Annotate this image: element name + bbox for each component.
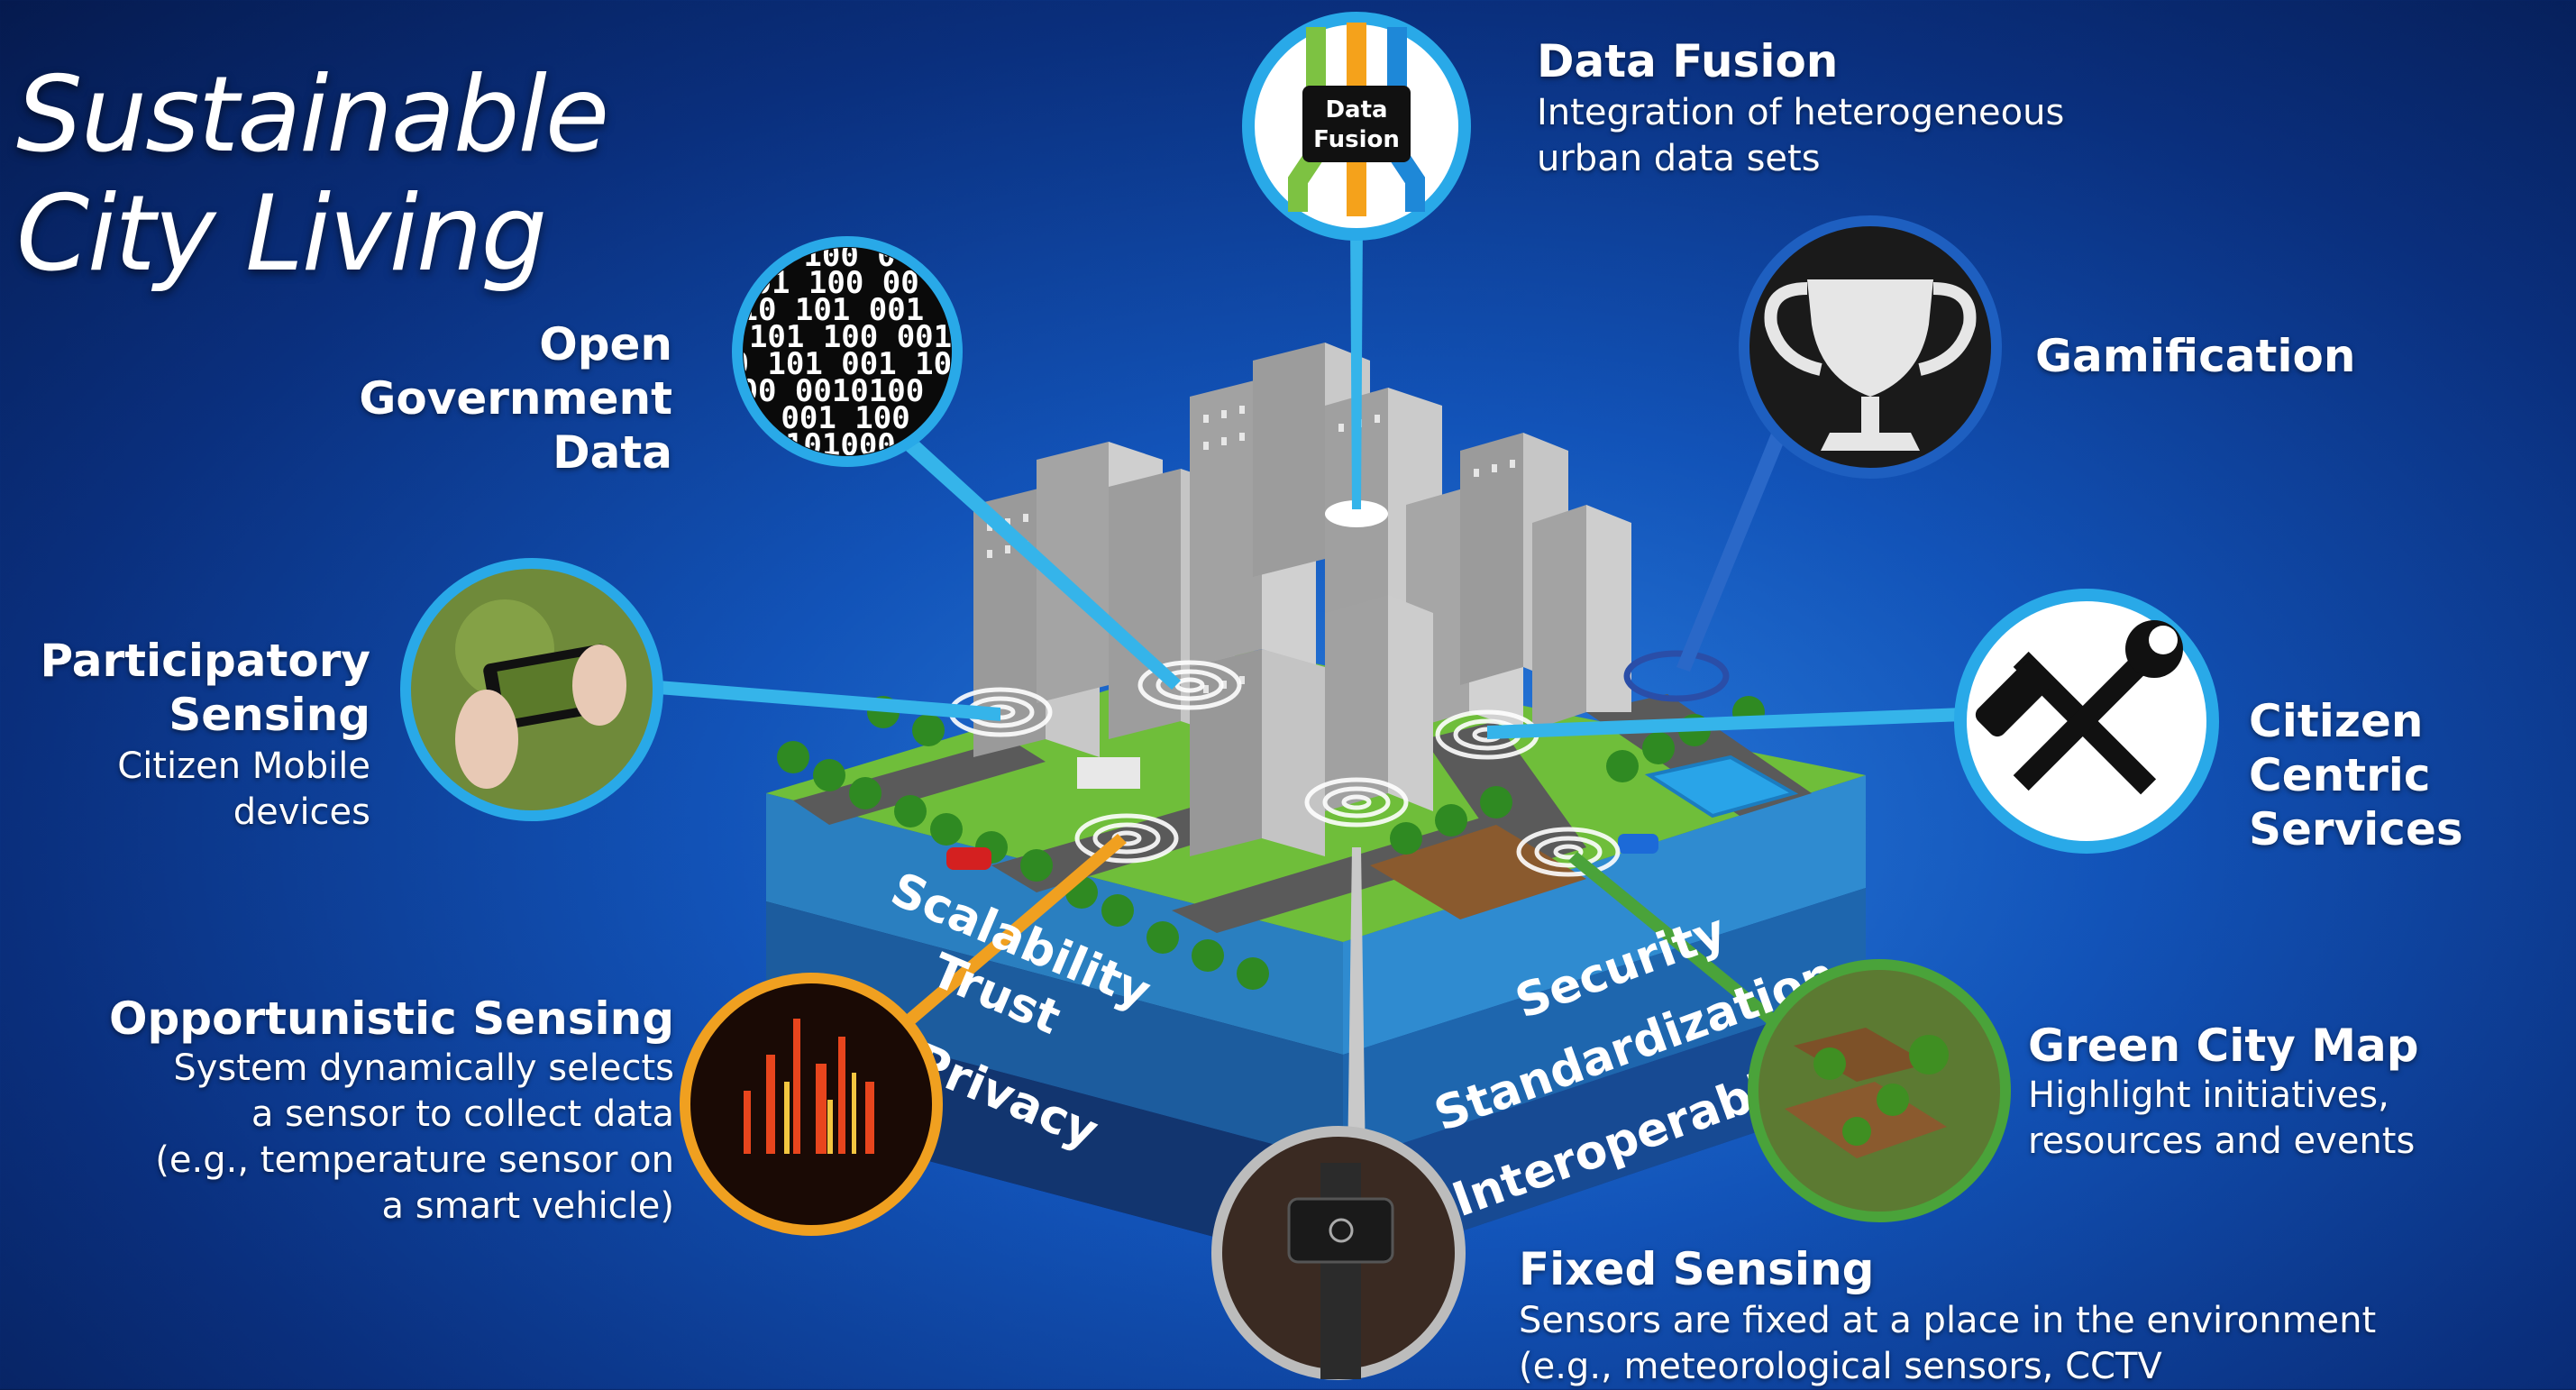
green-map-desc-2: resources and events [2028,1120,2416,1162]
sensor-rings [948,660,1621,877]
green-map-heading: Green City Map [2028,1020,2419,1072]
citizen-centric-heading: Citizen Centric Services [2249,694,2576,856]
gamification-badge [1739,215,2002,479]
blue-car [1618,834,1658,854]
opportunistic-desc-1: System dynamically selects [173,1047,674,1089]
open-gov-heading-1: Open [539,318,672,370]
green-map-badge [1748,959,2011,1222]
sensor-ring-blue [1623,650,1730,702]
open-gov-heading: Open Government Data [359,317,672,480]
title-line-2: City Living [16,173,547,295]
farm-field [1370,825,1586,919]
opportunistic-desc-3: (e.g., temperature sensor on [155,1139,674,1181]
participatory-heading-2: Sensing [169,689,370,741]
opportunistic-heading: Opportunistic Sensing [109,992,674,1045]
binary-line-3: 010 101 001 [721,292,924,328]
page-title: Sustainable City Living [16,54,609,295]
green-map-desc: Highlight initiatives, resources and eve… [2028,1073,2415,1165]
binary-line-6: 100 0010100 [721,373,924,409]
buildings [973,343,1631,856]
citizen-centric-heading-2: Services [2249,803,2463,855]
participatory-badge [400,558,663,821]
opportunistic-desc-2: a sensor to collect data [251,1093,674,1135]
fixed-desc-2: (e.g., meteorological sensors, CCTV [1519,1346,2162,1387]
data-fusion-desc-1: Integration of heterogeneous [1537,92,2065,133]
opportunistic-desc-4: a smart vehicle) [381,1185,674,1227]
gamification-heading: Gamification [2035,330,2356,382]
red-car [946,847,991,870]
fixed-desc: Sensors are fixed at a place in the envi… [1519,1298,2376,1390]
tools-icon [1975,620,2183,795]
open-gov-badge: 01 100 0 101 100 00 010 101 001 1 101 10… [712,236,963,467]
data-fusion-heading: Data Fusion [1537,35,1839,87]
data-fusion-desc: Integration of heterogeneous urban data … [1537,90,2064,182]
open-gov-heading-3: Data [553,426,672,479]
citizen-centric-heading-1: Citizen Centric [2249,695,2431,801]
fixed-heading: Fixed Sensing [1519,1243,1875,1295]
opportunistic-badge [680,973,943,1236]
opportunistic-desc: System dynamically selects a sensor to c… [155,1046,674,1230]
title-line-1: Sustainable [16,54,609,176]
participatory-heading-1: Participatory [40,635,370,687]
sensor-device-image [1287,1197,1394,1264]
binary-line-5: 10 101 001 10 [712,346,952,382]
data-fusion-icon-text-1: Data [1325,96,1387,123]
open-gov-heading-2: Government [359,372,672,425]
binary-line-4: 1 101 100 001 [712,319,952,355]
platform-right-face [1343,775,1866,1271]
data-fusion-icon-text-2: Fusion [1313,126,1400,153]
pool [1644,754,1799,818]
participatory-heading: Participatory Sensing [40,634,370,742]
fixed-desc-1: Sensors are fixed at a place in the envi… [1519,1300,2377,1341]
data-fusion-desc-2: urban data sets [1537,138,1821,179]
trophy-icon [1764,279,1977,451]
data-fusion-icon-box [1302,86,1411,162]
citizen-centric-badge [1954,589,2219,854]
participatory-desc: Citizen Mobile devices [117,745,370,833]
data-fusion-badge: Data Fusion [1242,12,1471,241]
green-map-desc-1: Highlight initiatives, [2028,1075,2389,1116]
truck [1077,757,1140,789]
hub-disc [1325,500,1388,527]
fixed-sensing-badge [1211,1126,1466,1380]
